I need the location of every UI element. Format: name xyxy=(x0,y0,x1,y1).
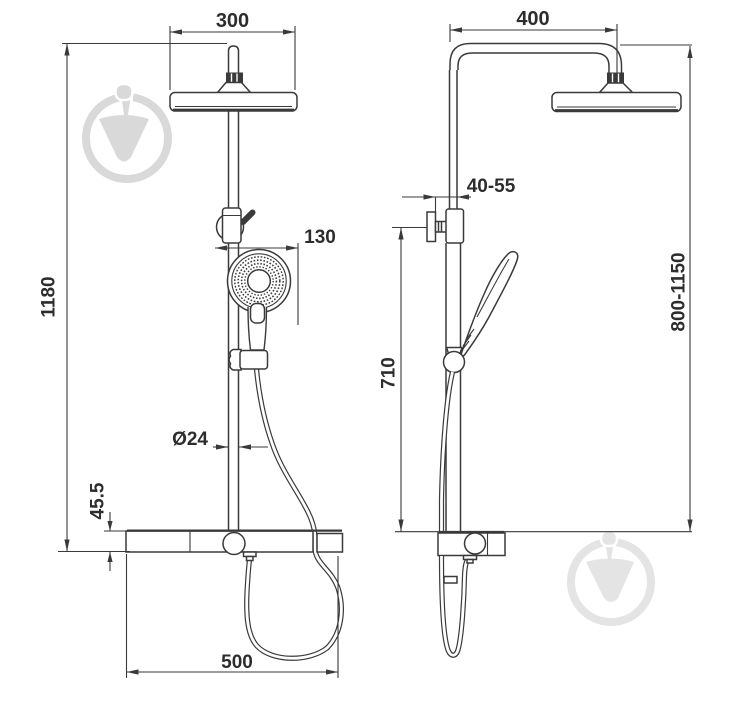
head-cone-joint xyxy=(215,81,253,94)
dim-label-hand-shower-width: 130 xyxy=(304,227,336,248)
slider-lock-lever xyxy=(240,209,256,225)
trowel-handle-knob xyxy=(114,82,134,102)
overhead-shower-front xyxy=(169,91,298,112)
dim-label-wall-offset: 40-55 xyxy=(467,176,516,197)
head-cone-joint-side xyxy=(597,82,635,94)
dim-label-install-height-range: 800-1150 xyxy=(669,252,690,331)
hand-shower-center xyxy=(246,268,272,294)
dim-shelf-width: 500 xyxy=(125,554,339,678)
dim-arm-reach: 400 xyxy=(449,8,618,78)
hand-shower-holder xyxy=(239,349,269,370)
dim-install-height-range: 800-1150 xyxy=(620,44,693,532)
hand-shower-mode-button xyxy=(249,302,266,324)
thermostat-knob-front xyxy=(222,531,246,556)
dim-head-width: 300 xyxy=(169,10,296,90)
top-pipe-stub xyxy=(227,45,240,73)
dim-label-total-height: 1180 xyxy=(39,276,60,317)
slider-bracket-block xyxy=(221,207,242,244)
wall-bracket-block xyxy=(445,208,465,244)
hose-clip xyxy=(443,575,458,584)
dim-wall-offset: 40-55 xyxy=(402,176,516,212)
dim-total-height: 1180 xyxy=(39,42,227,553)
trowel-blade xyxy=(99,115,149,162)
thermostat-shelf-front xyxy=(125,530,314,553)
trowel-handle-knob xyxy=(599,529,619,548)
front-view xyxy=(125,45,344,661)
wall-flange xyxy=(426,211,437,243)
shower-arm-inner xyxy=(457,52,610,73)
dim-shelf-thickness: 45.5 xyxy=(88,482,127,571)
dim-holder-height: 710 xyxy=(379,226,427,532)
watermark-top-left-trowel-logo xyxy=(82,82,172,183)
dim-label-pipe-diameter: Ø24 xyxy=(172,429,208,450)
shower-hose-loop xyxy=(244,548,344,661)
dim-pipe-diameter: Ø24 xyxy=(172,429,268,450)
dim-label-head-width: 300 xyxy=(216,10,249,32)
shower-hose-front xyxy=(253,368,318,551)
connector-nut-side xyxy=(607,72,624,84)
shower-arm-outer xyxy=(449,42,623,73)
watermark-bottom-right-trowel-logo xyxy=(567,529,655,626)
thermostat-knob-side xyxy=(463,532,487,555)
hand-shower-side xyxy=(460,250,519,358)
connector-nut xyxy=(226,72,243,83)
shelf-right-cap xyxy=(316,532,344,553)
dimensions-side: 400 40-55 710 800-1150 xyxy=(379,8,693,533)
hand-shower-ball-joint xyxy=(442,350,466,374)
overhead-shower-side xyxy=(551,91,682,113)
dim-label-holder-height: 710 xyxy=(379,357,400,389)
hand-shower-holder-clamp xyxy=(228,348,242,371)
dim-hand-shower-width: 130 xyxy=(215,227,336,325)
dimensions-front: 300 1180 130 Ø24 xyxy=(39,10,339,678)
trowel-blade xyxy=(586,558,634,602)
dim-label-shelf-width: 500 xyxy=(221,652,253,673)
dim-label-arm-reach: 400 xyxy=(516,8,549,30)
dim-label-shelf-thickness: 45.5 xyxy=(88,482,109,519)
